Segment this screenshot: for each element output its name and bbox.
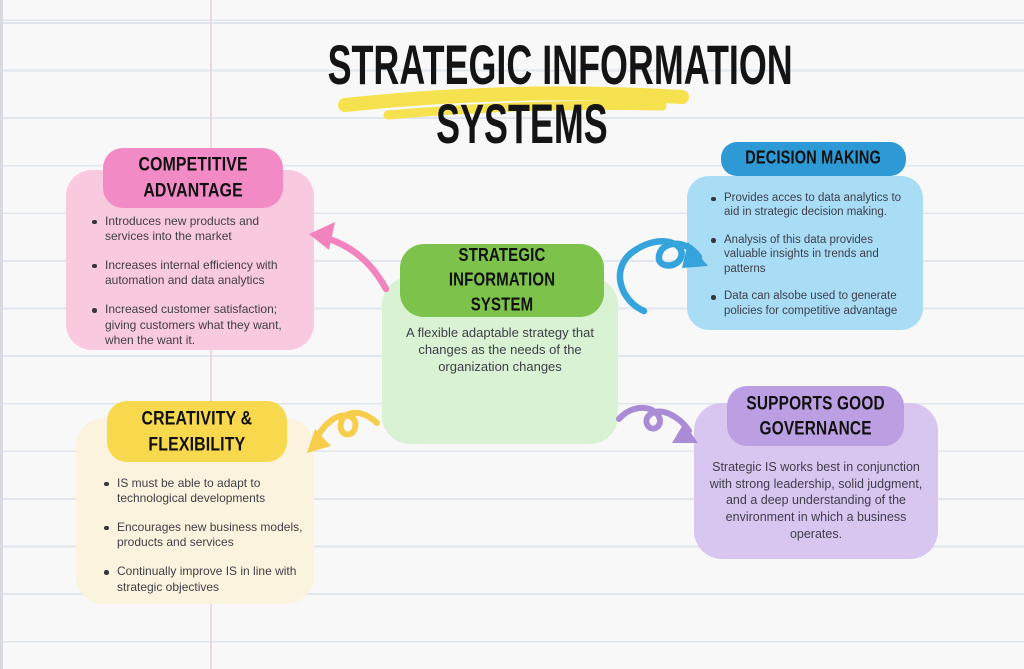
list-item: Data can alsobe used to generate policie…: [709, 289, 915, 318]
title-line-2: SYSTEMS: [436, 92, 608, 156]
list-item: Provides acces to data analytics to aid …: [709, 191, 915, 220]
creativity-flexibility-bullet-list: IS must be able to adapt to technologica…: [76, 418, 314, 595]
arrow-to-creativity-flexibility-icon: [307, 409, 380, 453]
list-item: IS must be able to adapt to technologica…: [102, 476, 306, 506]
list-item: Introduces new products and services int…: [90, 214, 304, 244]
node-decision-making-header: DECISION MAKING: [721, 142, 906, 176]
decision-making-bullet-list: Provides acces to data analytics to aid …: [687, 176, 923, 318]
title-line-1: STRATEGIC INFORMATION: [327, 33, 793, 97]
supports-good-governance-description: Strategic IS works best in conjunction w…: [709, 460, 923, 541]
list-item: Continually improve IS in line with stra…: [102, 564, 306, 594]
list-item: Analysis of this data provides valuable …: [709, 233, 915, 276]
arrow-to-competitive-advantage-icon: [309, 222, 390, 293]
arrow-to-supports-good-governance-icon: [616, 405, 698, 443]
page-title: STRATEGIC INFORMATION SYSTEMS: [262, 33, 793, 156]
paper-edge: [0, 0, 3, 669]
node-creativity-flexibility-header: CREATIVITY &FLEXIBILITY: [107, 401, 287, 462]
list-item: Increased customer satisfaction; giving …: [90, 302, 304, 347]
strategic-information-system-description: A flexible adaptable strategy that chang…: [406, 325, 594, 374]
list-item: Increases internal efficiency with autom…: [90, 258, 304, 288]
node-decision-making: Provides acces to data analytics to aid …: [687, 176, 923, 330]
list-item: Encourages new business models, products…: [102, 520, 306, 550]
competitive-advantage-bullet-list: Introduces new products and services int…: [66, 170, 314, 348]
